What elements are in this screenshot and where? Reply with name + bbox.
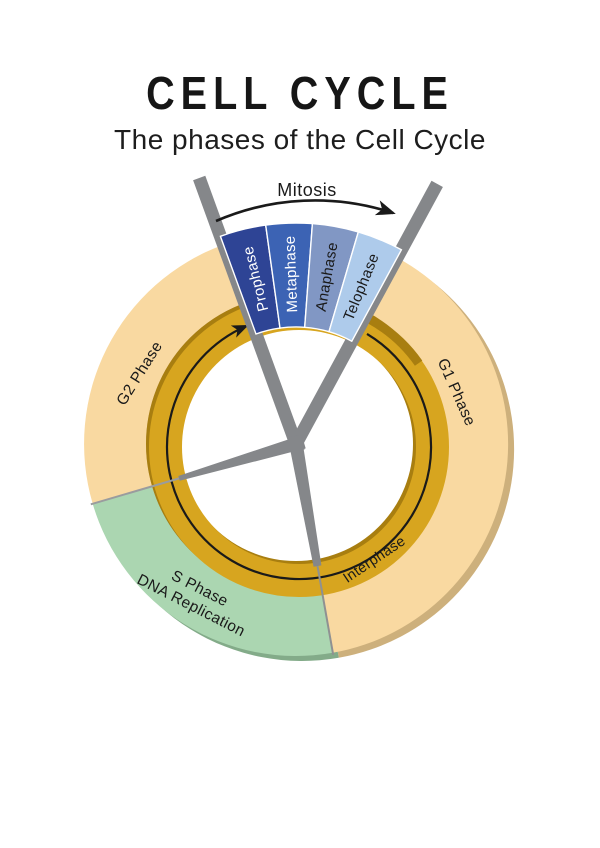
gold-band-bevel-top-right bbox=[367, 315, 423, 366]
ring-segment-s bbox=[92, 486, 333, 657]
spoke-down bbox=[287, 434, 322, 567]
metaphase-label: Metaphase bbox=[282, 235, 302, 312]
boundary-line-s-g1 bbox=[315, 559, 335, 655]
subtitle: The phases of the Cell Cycle bbox=[114, 124, 486, 155]
spoke-lower-left bbox=[178, 435, 306, 481]
mitosis-label: Mitosis bbox=[277, 180, 337, 200]
boundary-line-g2-s bbox=[90, 476, 185, 506]
mitosis-wedge-group bbox=[219, 222, 403, 343]
interphase-cycle-arrow bbox=[165, 324, 433, 581]
ring-segment-g2 bbox=[84, 244, 245, 504]
mitosis-arrow bbox=[215, 199, 396, 223]
ring-segment-g1 bbox=[322, 257, 509, 653]
wedge-telophase bbox=[328, 231, 403, 343]
main-title: CELL CYCLE bbox=[146, 67, 454, 119]
